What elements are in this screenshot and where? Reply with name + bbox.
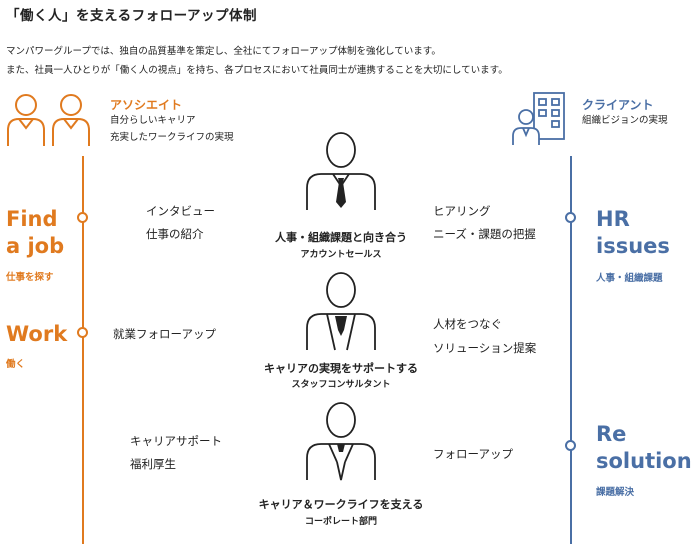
client-label: クライアント [582, 98, 654, 112]
stage-find-sub: 仕事を探す [6, 272, 54, 283]
stage-find-line2: a job [6, 234, 65, 258]
row3-subtitle: コーポレート部門 [304, 517, 377, 527]
row3-left-2: 福利厚生 [130, 457, 176, 471]
row2-title: キャリアの実現をサポートする [264, 362, 418, 375]
row3-title: キャリア＆ワークライフを支える [258, 498, 424, 511]
row2-right-1: 人材をつなぐ [433, 317, 502, 331]
row1-right-1: ヒアリング [433, 204, 491, 218]
associate-desc-1: 自分らしいキャリア [110, 115, 196, 126]
left-timeline [82, 156, 84, 544]
row1-subtitle: アカウントセールス [300, 250, 382, 260]
left-stage-dot [77, 327, 88, 338]
right-stage-dot [565, 212, 576, 223]
stage-hr-line2: issues [596, 234, 670, 258]
office-building-person-icon [510, 89, 570, 153]
stage-hr-line1: HR [596, 207, 630, 231]
stage-resolution-sub: 課題解決 [596, 487, 635, 498]
row1-left-2: 仕事の紹介 [146, 227, 204, 241]
stage-find-line1: Find [6, 207, 58, 231]
row3-right-1: フォローアップ [433, 447, 514, 461]
stage-resolution-line2: solution [596, 449, 692, 473]
row1-left-1: インタビュー [146, 204, 215, 218]
two-people-icon [4, 90, 99, 152]
businessman-tie-icon [301, 130, 381, 216]
intro-line-2: また、社員一人ひとりが「働く人の視点」を持ち、各プロセスにおいて社員同士が連携す… [6, 65, 508, 76]
client-desc: 組織ビジョンの実現 [582, 115, 668, 126]
row1-right-2: ニーズ・課題の把握 [433, 227, 536, 241]
stage-hr-sub: 人事・組織課題 [596, 273, 663, 284]
corporate-staff-icon [301, 400, 381, 486]
intro-line-1: マンパワーグループでは、独自の品質基準を策定し、全社にてフォローアップ体制を強化… [6, 46, 441, 57]
row2-right-2: ソリューション提案 [433, 341, 537, 355]
row3-left-1: キャリアサポート [130, 434, 222, 448]
associate-desc-2: 充実したワークライフの実現 [110, 132, 234, 143]
associate-label: アソシエイト [110, 98, 183, 112]
right-timeline [570, 156, 572, 544]
stage-work-sub: 働く [6, 359, 26, 370]
row2-left-1: 就業フォローアップ [113, 327, 217, 341]
right-stage-dot [565, 440, 576, 451]
left-stage-dot [77, 212, 88, 223]
consultant-vest-icon [301, 270, 381, 356]
row1-title: 人事・組織課題と向き合う [275, 231, 407, 244]
page-title: 「働く人」を支えるフォローアップ体制 [6, 8, 258, 24]
stage-work-line1: Work [6, 322, 68, 346]
row2-subtitle: スタッフコンサルタント [291, 380, 391, 390]
stage-resolution-line1: Re [596, 422, 627, 446]
